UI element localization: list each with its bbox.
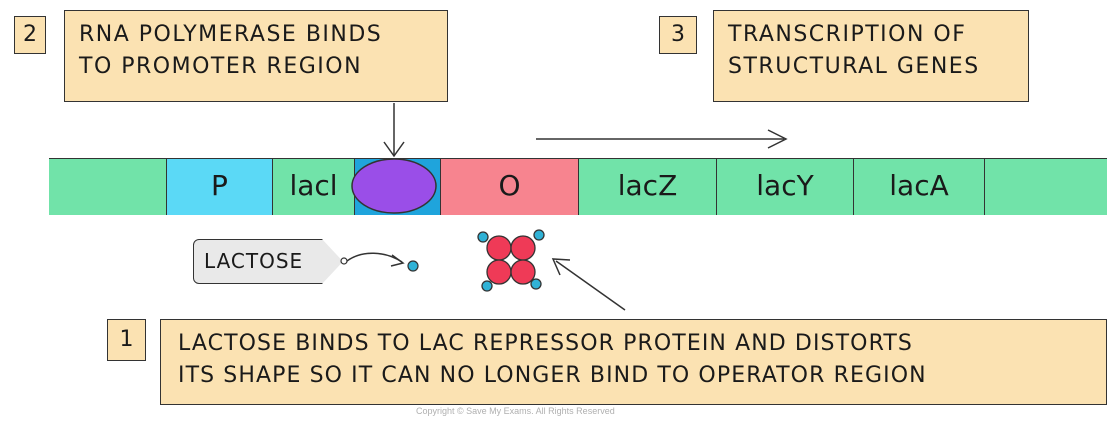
lac-repressor-protein xyxy=(477,229,545,292)
step-1-label: LACTOSE BINDS TO LAC REPRESSOR PROTEIN A… xyxy=(160,319,1107,405)
dna-segment-right xyxy=(984,159,1107,215)
step-2-line-2: TO PROMOTER REGION xyxy=(79,54,363,79)
segment-laca: lacA xyxy=(853,159,984,215)
step-1-line-2: ITS SHAPE SO IT CAN NO LONGER BIND TO OP… xyxy=(178,363,927,388)
segment-lacz: lacZ xyxy=(578,159,716,215)
segment-lacl: lacl xyxy=(272,159,354,215)
polymerase-arrow xyxy=(383,103,405,158)
step-1-line-1: LACTOSE BINDS TO LAC REPRESSOR PROTEIN A… xyxy=(178,331,913,356)
repressor-arrow xyxy=(551,258,626,311)
step-3-line-2: STRUCTURAL GENES xyxy=(728,54,980,79)
step-1-number: 1 xyxy=(107,319,146,361)
dna-segment-left xyxy=(49,159,166,215)
segment-promoter: P xyxy=(166,159,272,215)
lactose-tag: LACTOSE xyxy=(193,239,343,284)
step-2-label: RNA POLYMERASE BINDS TO PROMOTER REGION xyxy=(64,10,448,102)
tag-string-arrowhead xyxy=(390,254,405,267)
segment-operator: O xyxy=(440,159,578,215)
transcription-arrow xyxy=(536,129,788,149)
segment-lacy: lacY xyxy=(716,159,853,215)
lactose-molecule xyxy=(407,260,419,272)
rna-polymerase xyxy=(351,158,437,214)
lac-operon-dna: P lacl O lacZ lacY lacA xyxy=(49,158,1107,215)
step-3-label: TRANSCRIPTION OF STRUCTURAL GENES xyxy=(713,10,1029,102)
copyright-notice: Copyright © Save My Exams. All Rights Re… xyxy=(416,406,615,416)
step-3-line-1: TRANSCRIPTION OF xyxy=(728,22,967,47)
tag-hole xyxy=(340,257,348,265)
step-2-number: 2 xyxy=(14,16,46,54)
step-3-number: 3 xyxy=(659,16,697,54)
step-2-line-1: RNA POLYMERASE BINDS xyxy=(79,22,383,47)
tag-string-arrow xyxy=(346,252,403,263)
